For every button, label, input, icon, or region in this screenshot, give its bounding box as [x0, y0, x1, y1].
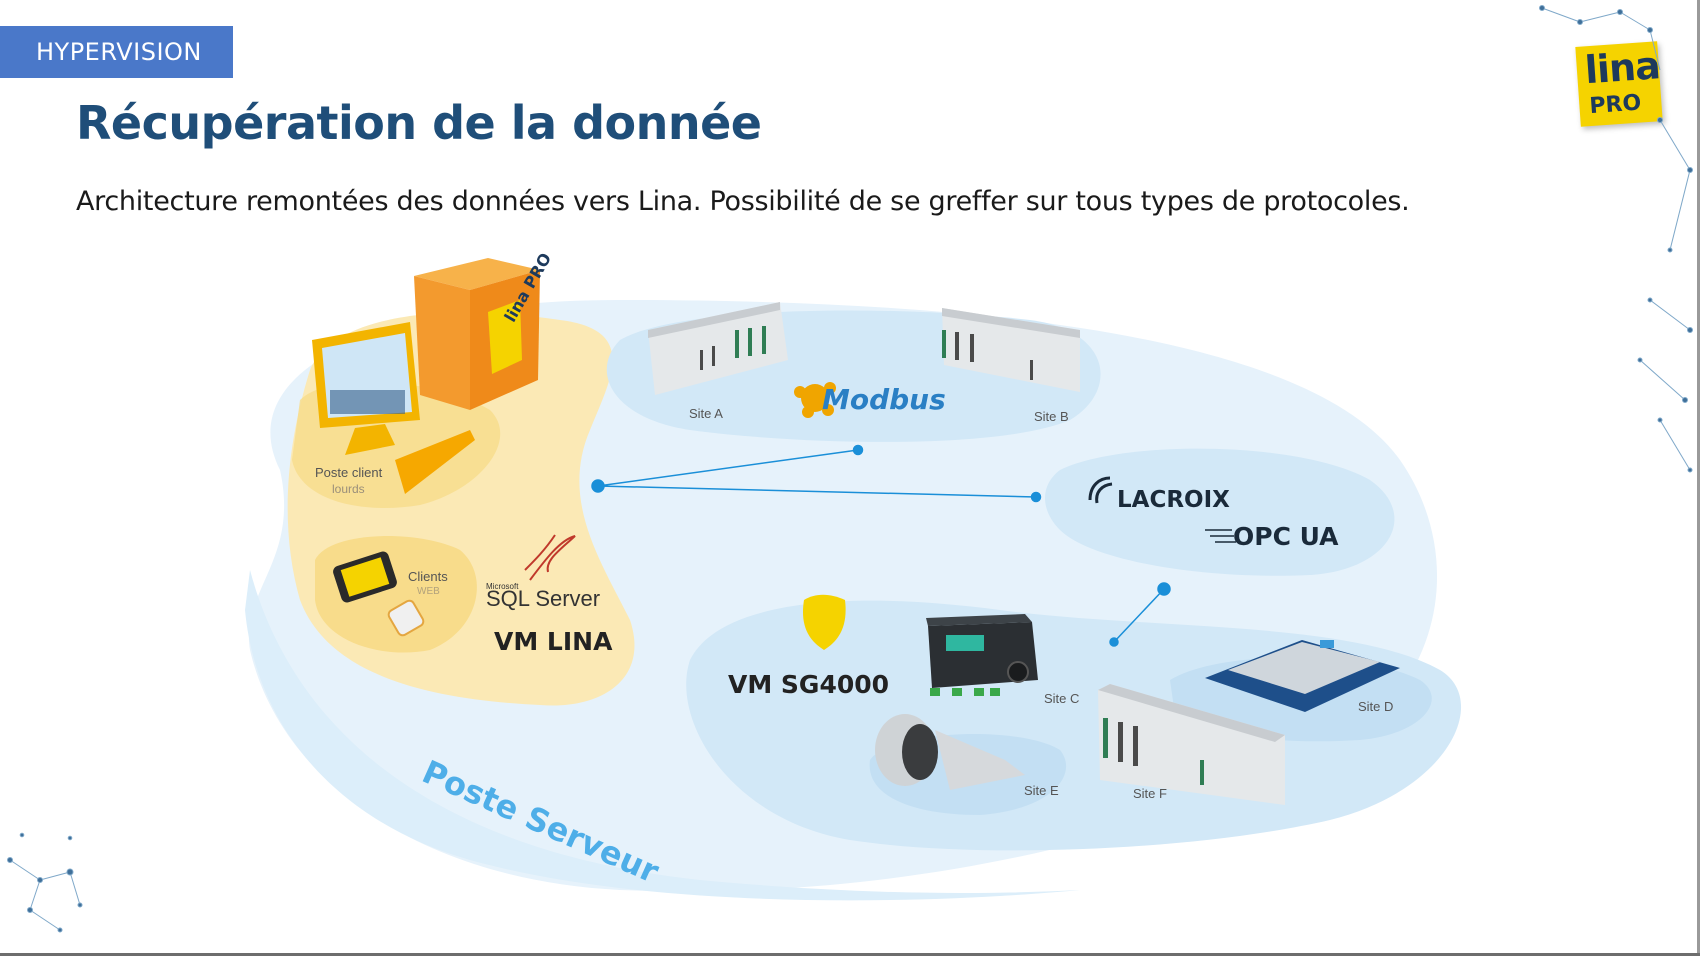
poste-client-label: Poste client — [315, 465, 383, 480]
site-d-label: Site D — [1358, 699, 1393, 714]
right-border — [1697, 0, 1700, 956]
section-tag: HYPERVISION — [0, 26, 233, 78]
clients-sublabel: WEB — [417, 586, 440, 597]
network-decoration-top-right — [1539, 5, 1693, 473]
monitor-icon — [312, 322, 475, 494]
plc-site-a-icon — [648, 302, 788, 395]
site-c-label: Site C — [1044, 691, 1079, 706]
site-b-label: Site B — [1034, 409, 1069, 424]
network-links — [591, 444, 1171, 647]
lacroix-label: LACROIX — [1117, 487, 1230, 513]
sql-server-icon — [524, 534, 576, 581]
device-site-c-icon — [926, 614, 1038, 696]
sql-server-label: SQL Server — [486, 586, 600, 611]
opcua-icon — [1205, 529, 1236, 543]
vm-lina-label: VM LINA — [494, 627, 613, 656]
mobile-devices-icon — [333, 551, 425, 637]
vm-sg4000-label: VM SG4000 — [728, 670, 889, 699]
shield-icon — [802, 594, 846, 650]
poste-client-sublabel: lourds — [332, 482, 365, 496]
sql-microsoft-label: Microsoft — [486, 582, 519, 591]
bottom-border — [0, 953, 1700, 956]
site-a-label: Site A — [689, 406, 723, 421]
modbus-label: Modbus — [822, 383, 946, 416]
network-decoration-bottom-left — [7, 832, 83, 933]
plc-site-b-icon — [942, 308, 1080, 392]
site-f-label: Site F — [1133, 786, 1167, 801]
page-subtitle: Architecture remontées des données vers … — [76, 186, 1410, 217]
server-box-icon — [414, 258, 540, 410]
opcua-label: OPC UA — [1233, 522, 1339, 551]
device-site-d-icon — [1205, 640, 1400, 712]
page-title: Récupération de la donnée — [76, 96, 762, 150]
site-e-label: Site E — [1024, 783, 1059, 798]
device-site-e-icon — [875, 714, 1025, 790]
plc-site-f-icon — [1098, 684, 1285, 805]
lacroix-icon — [1088, 476, 1113, 504]
clients-label: Clients — [408, 569, 448, 584]
modbus-icon — [794, 382, 836, 418]
